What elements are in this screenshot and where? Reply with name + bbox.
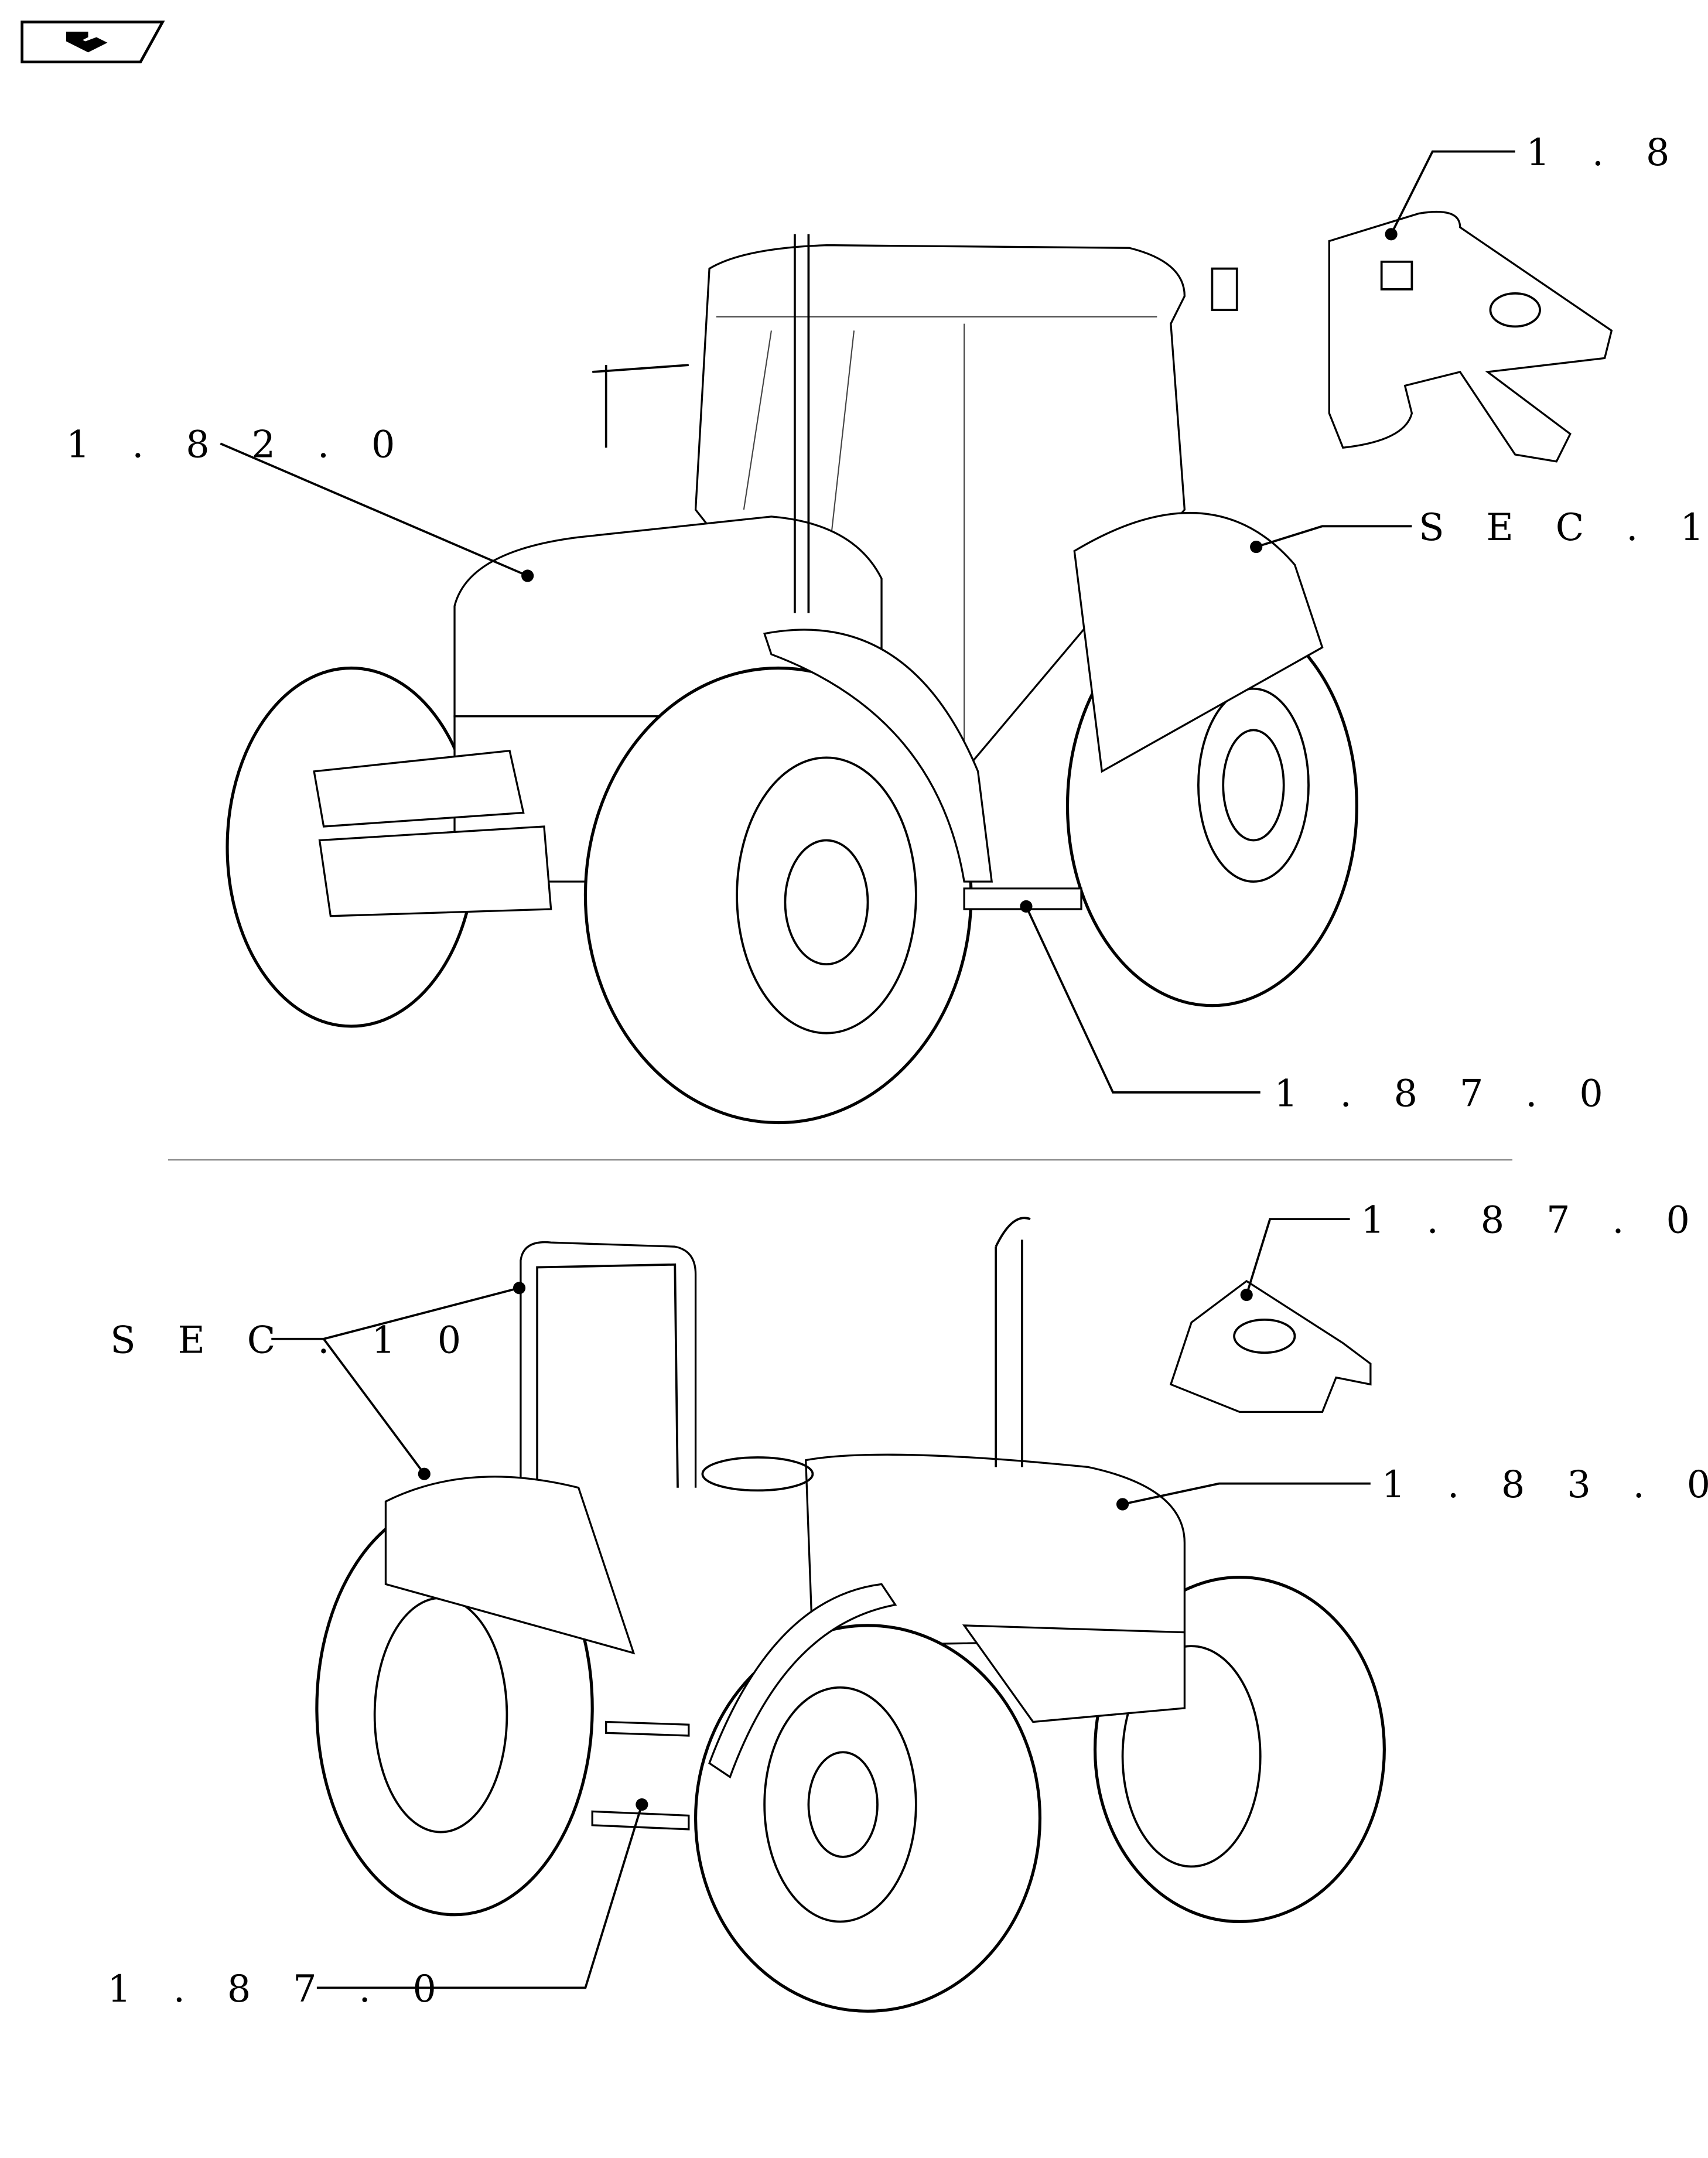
callout-label: 1 . 8 3 . 0	[1382, 1463, 1708, 1506]
upper-bracket-part	[1328, 211, 1613, 463]
callout-label: 1 . 8 2 . 0	[66, 423, 410, 466]
callout-label: S E C . 1 0	[110, 1318, 476, 1361]
callout-label: 1 . 8 7 . 0	[1274, 1071, 1618, 1115]
callout-hood-lower[interactable]: 1 . 8 3 . 0	[1116, 1463, 1708, 1511]
callout-hood-upper[interactable]: 1 . 8 2 . 0	[66, 423, 534, 582]
callout-bracket-top[interactable]: 1 . 8 7 .	[1385, 131, 1708, 241]
callout-fender-upper[interactable]: S E C . 1 0	[1250, 506, 1708, 554]
rops-tractor-illustration	[315, 1217, 1386, 2013]
callout-label: S E C . 1 0	[1419, 506, 1708, 549]
callout-label: 1 . 8 7 .	[1526, 131, 1708, 174]
back-to-index-icon[interactable]	[21, 21, 165, 64]
cab-tractor-illustration	[226, 234, 1358, 1125]
callout-bracket-bottom[interactable]: 1 . 8 7 . 0	[1240, 1198, 1705, 1302]
callout-rops-fender[interactable]: S E C . 1 0	[110, 1282, 526, 1480]
callout-label: 1 . 8 7 . 0	[107, 1967, 451, 2010]
callout-step-lower[interactable]: 1 . 8 7 . 0	[107, 1798, 648, 2010]
callout-step-upper[interactable]: 1 . 8 7 . 0	[1020, 900, 1618, 1115]
callout-label: 1 . 8 7 . 0	[1361, 1198, 1704, 1242]
lower-bracket-part	[1169, 1279, 1372, 1413]
